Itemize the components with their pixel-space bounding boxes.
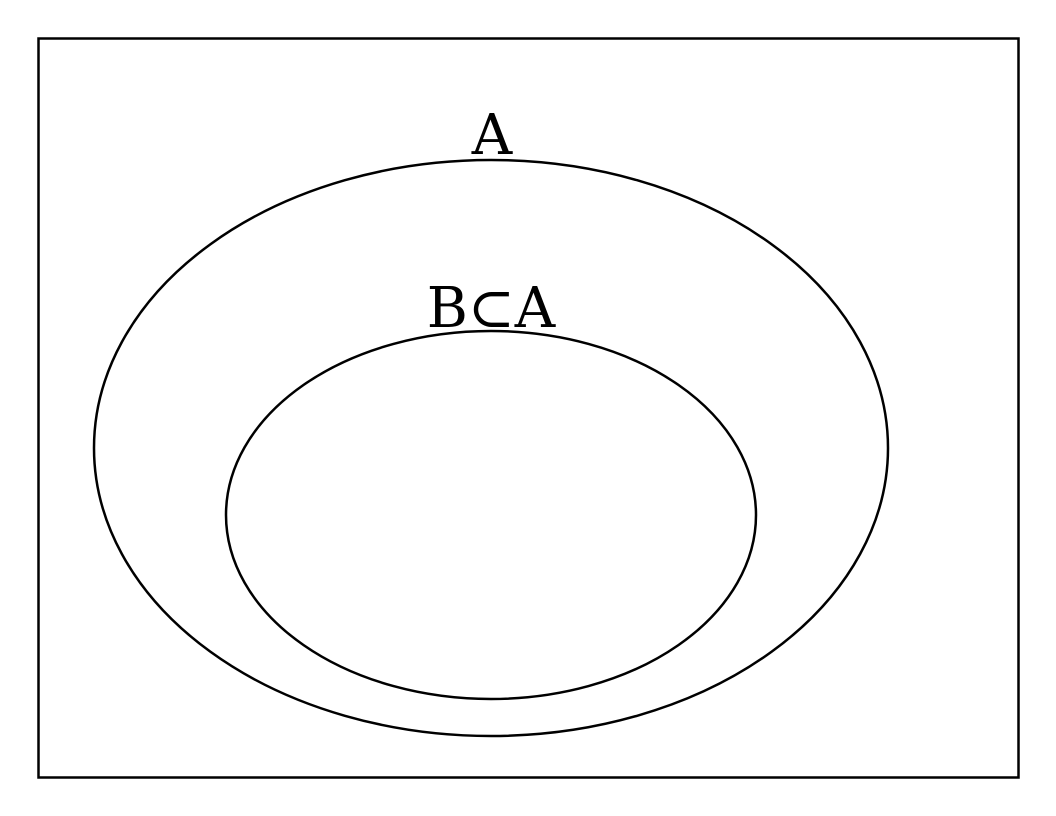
set-b-label: B⊂A (427, 276, 556, 341)
set-a-label: A (471, 103, 513, 168)
set-a-ellipse (92, 158, 890, 738)
set-b-ellipse (224, 329, 758, 701)
universe-rectangle (37, 37, 1020, 779)
